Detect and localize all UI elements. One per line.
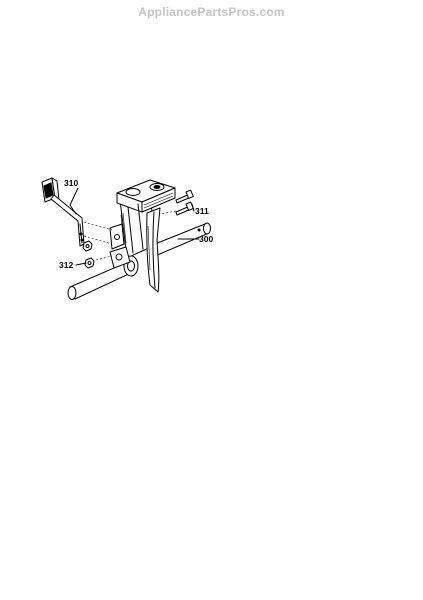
- watermark: AppliancePartsPros.com: [138, 5, 285, 19]
- part-number-310[interactable]: 310: [64, 178, 78, 188]
- bolts: [175, 189, 194, 216]
- part-number-312[interactable]: 312: [59, 260, 73, 270]
- handle-bracket: [41, 177, 85, 247]
- part-number-300[interactable]: 300: [199, 234, 213, 244]
- assembly-guide-lines: [83, 210, 177, 261]
- nuts: [82, 240, 95, 269]
- axle-shaft: [67, 222, 211, 300]
- callout-leaders: [69, 187, 200, 266]
- axle-housing: [109, 179, 176, 293]
- part-number-311[interactable]: 311: [195, 206, 209, 216]
